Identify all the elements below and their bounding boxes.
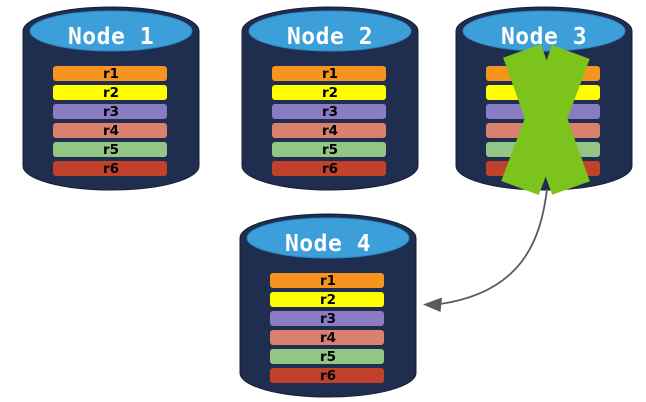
arrow-curve xyxy=(439,188,548,305)
row-bar-r3 xyxy=(53,104,167,119)
cylinder-top xyxy=(248,10,412,52)
row-bar-r1 xyxy=(53,66,167,81)
row-bar-r5 xyxy=(53,142,167,157)
cylinder-top xyxy=(246,217,410,259)
row-label-r3: r3 xyxy=(322,104,338,120)
row-bar-r4 xyxy=(270,330,384,345)
row-label-r5: r5 xyxy=(103,142,119,158)
node-2-cylinder: Node 2 r1 r2 r3 r4 r5 r6 xyxy=(241,6,419,191)
row-bar-r4 xyxy=(272,123,386,138)
row-label-r3: r3 xyxy=(320,311,336,327)
row-label-r4: r4 xyxy=(320,330,336,346)
row-bar-r5 xyxy=(270,349,384,364)
x-stroke-right xyxy=(501,44,590,196)
node-title: Node 2 xyxy=(287,24,373,50)
cylinder-top xyxy=(462,10,626,52)
row-label-r1: r1 xyxy=(320,273,336,289)
row-label-r6: r6 xyxy=(322,161,338,177)
row-bar-r4 xyxy=(53,123,167,138)
node-3-cylinder: Node 3 r1 r2 r3 r4 r5 r6 xyxy=(455,6,633,196)
row-bar-r1 xyxy=(272,66,386,81)
row-bar-r3 xyxy=(270,311,384,326)
rows-group: r1 r2 r3 r4 r5 r6 xyxy=(272,66,386,177)
row-label-r5: r5 xyxy=(320,349,336,365)
node-4-cylinder: Node 4 r1 r2 r3 r4 r5 r6 xyxy=(239,213,417,398)
row-label-r4: r4 xyxy=(322,123,338,139)
rows-group: r1 r2 r3 r4 r5 r6 xyxy=(270,273,384,384)
row-bar-r1 xyxy=(270,273,384,288)
node-1-cylinder: Node 1 r1 r2 r3 r4 r5 r6 xyxy=(22,6,200,191)
rows-group: r1 r2 r3 r4 r5 r6 xyxy=(53,66,167,177)
row-bar-r6 xyxy=(272,161,386,176)
row-bar-r3 xyxy=(272,104,386,119)
row-label-r5: r5 xyxy=(322,142,338,158)
row-label-r4: r4 xyxy=(103,123,119,139)
row-bar-r2 xyxy=(270,292,384,307)
cylinder-top xyxy=(29,10,193,52)
node-title: Node 4 xyxy=(285,231,371,257)
row-bar-r2 xyxy=(272,85,386,100)
row-label-r2: r2 xyxy=(103,85,119,101)
row-label-r6: r6 xyxy=(103,161,119,177)
row-label-r2: r2 xyxy=(320,292,336,308)
row-label-r2: r2 xyxy=(322,85,338,101)
failure-x-icon xyxy=(501,44,590,196)
arrow-head-icon xyxy=(423,297,442,312)
row-label-r1: r1 xyxy=(322,66,338,82)
row-label-r6: r6 xyxy=(320,368,336,384)
row-bar-r6 xyxy=(270,368,384,383)
row-bar-r6 xyxy=(53,161,167,176)
row-label-r1: r1 xyxy=(103,66,119,82)
node-title: Node 3 xyxy=(501,24,587,50)
node-title: Node 1 xyxy=(68,24,154,50)
row-bar-r5 xyxy=(272,142,386,157)
row-bar-r2 xyxy=(53,85,167,100)
row-label-r3: r3 xyxy=(103,104,119,120)
